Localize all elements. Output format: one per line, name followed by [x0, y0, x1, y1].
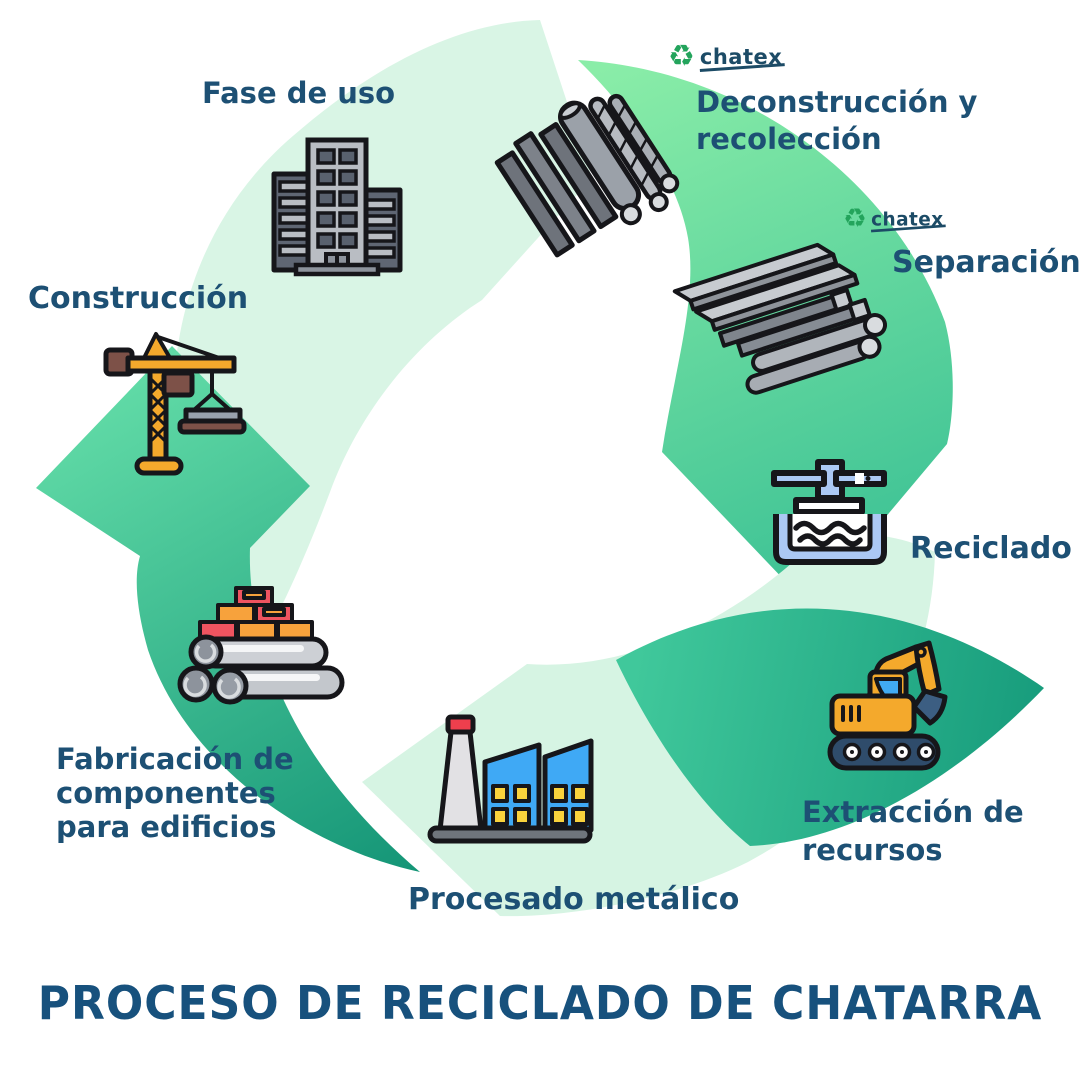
label-fabricacion: Fabricación de componentes para edificio…	[56, 742, 294, 844]
label-separacion: Separación	[892, 245, 1080, 280]
scrap-metal-icon	[494, 93, 680, 258]
buildings-icon	[266, 134, 408, 278]
metal-stock-icon	[672, 226, 888, 396]
label-line: recursos	[802, 833, 943, 867]
factory-icon	[422, 712, 596, 848]
label-deconstruccion: Deconstrucción y recolección	[696, 84, 977, 158]
page-title: PROCESO DE RECICLADO DE CHATARRA	[37, 976, 1043, 1031]
label-line: Extracción de	[802, 795, 1024, 829]
label-line: recolección	[696, 122, 882, 156]
label-line: Deconstrucción y	[696, 85, 978, 119]
recycle-icon: ♻	[668, 39, 695, 74]
label-line: Fabricación de	[56, 742, 294, 776]
label-line: componentes	[56, 776, 276, 810]
recycle-icon: ♻	[843, 203, 867, 235]
label-reciclado: Reciclado	[910, 531, 1072, 566]
label-construccion: Construcción	[28, 281, 249, 316]
excavator-icon	[818, 634, 970, 780]
tower-crane-icon	[98, 328, 258, 484]
melting-vat-icon	[760, 458, 900, 578]
chatex-logo: ♻ chatex	[843, 203, 946, 235]
label-extraccion: Extracción de recursos	[802, 793, 1024, 869]
label-procesado-metalico: Procesado metálico	[408, 882, 740, 917]
chatex-logo: ♻ chatex	[668, 39, 785, 74]
label-line: para edificios	[56, 810, 277, 844]
label-fase-de-uso: Fase de uso	[202, 76, 396, 110]
pipes-bricks-icon	[172, 586, 345, 724]
chatex-wordmark: chatex	[871, 208, 944, 230]
